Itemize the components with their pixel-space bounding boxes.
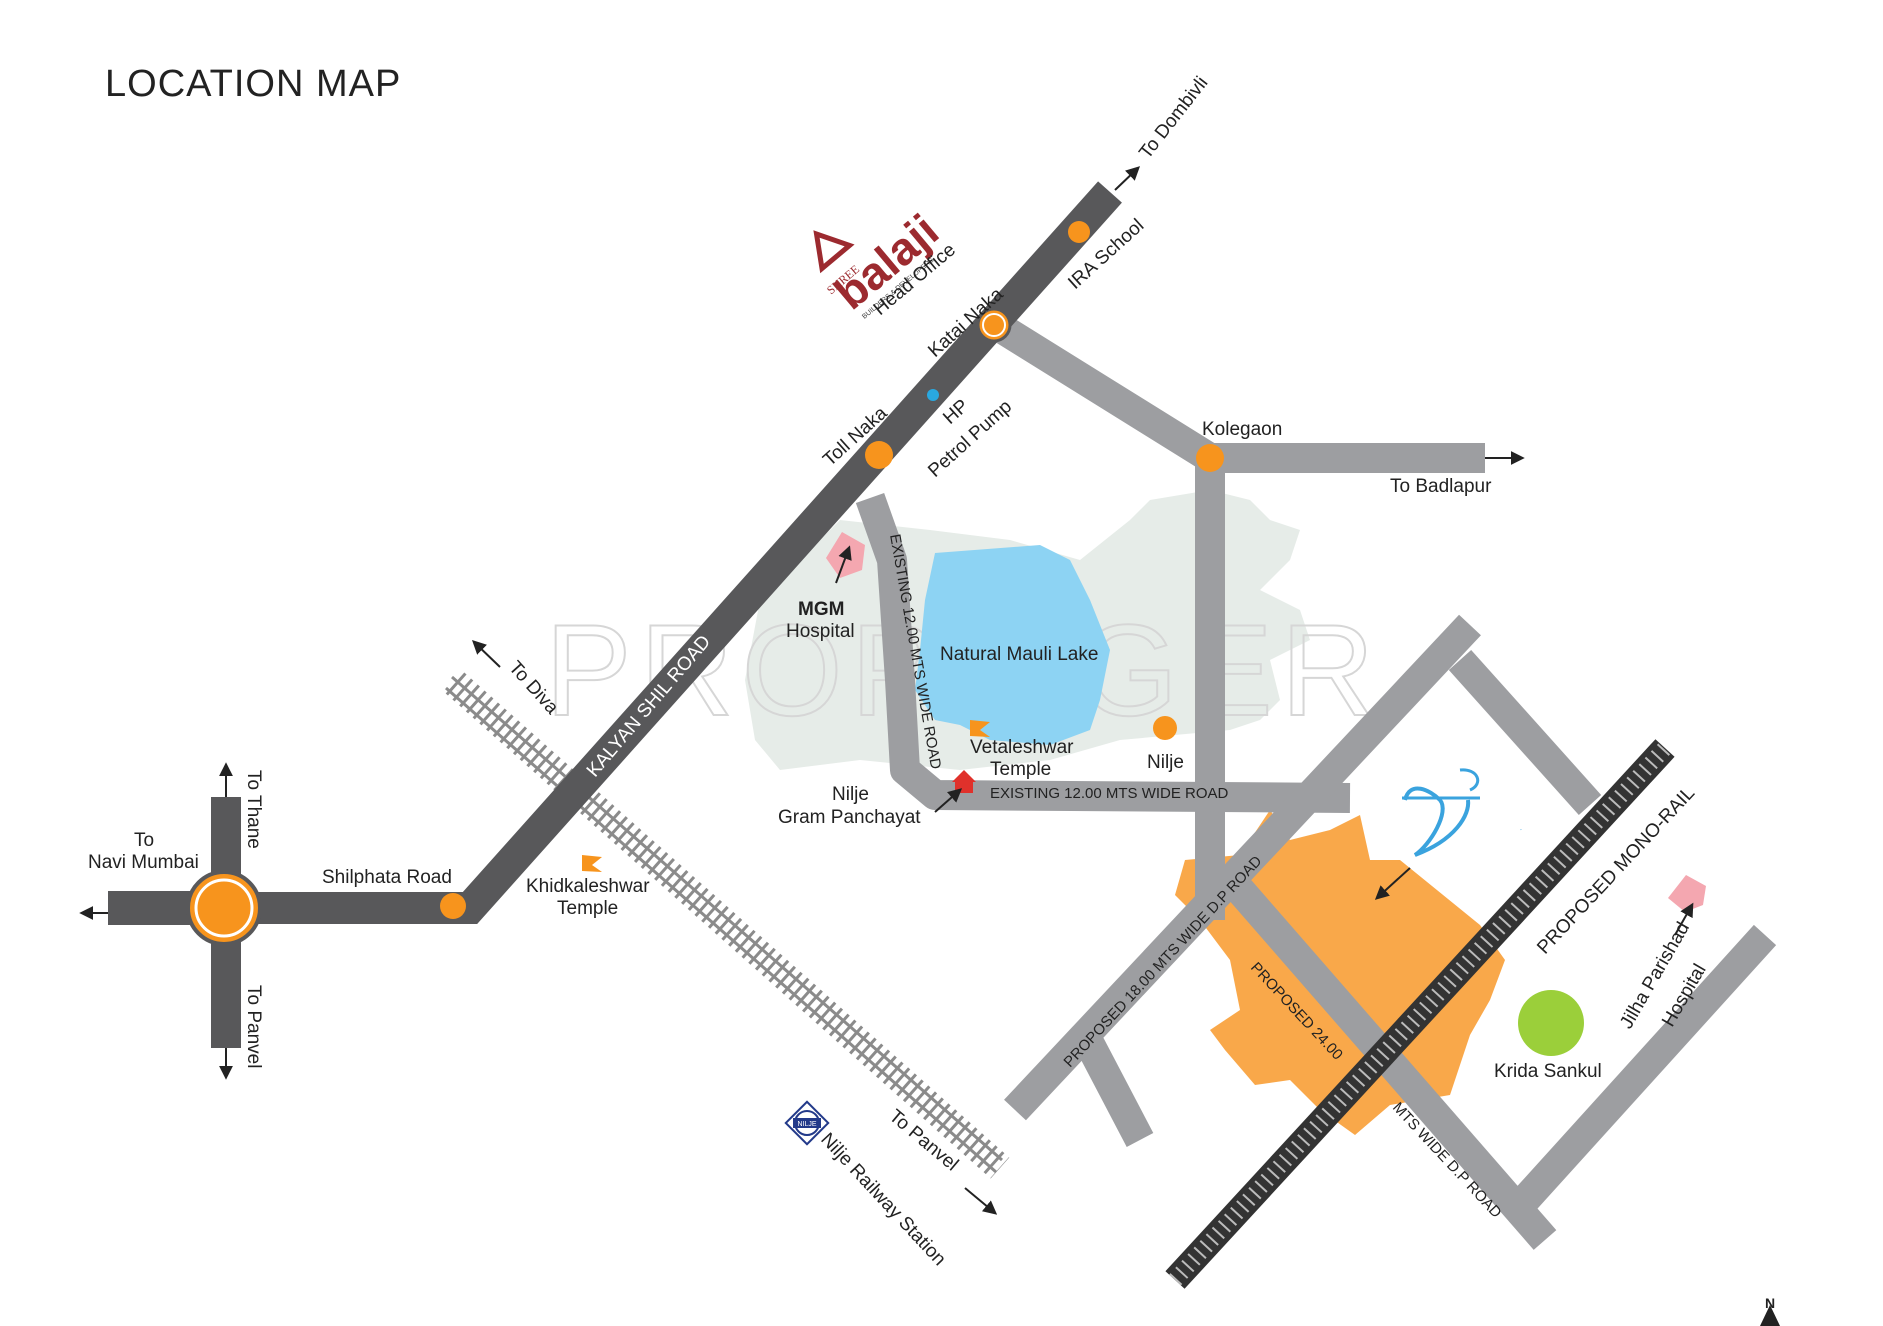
- jilha-hospital-icon: [1668, 875, 1706, 912]
- mgm-hospital-label: Hospital: [786, 621, 855, 642]
- gram-panchayat-label: Gram Panchayat: [778, 807, 921, 828]
- vetaleshwar-temple-label: Temple: [990, 759, 1051, 780]
- to-badlapur-label: To Badlapur: [1390, 476, 1492, 497]
- nilje-marker: [1153, 716, 1177, 740]
- krida-side-road: [1513, 924, 1777, 1211]
- khidkaleshwar-temple-label: Temple: [557, 898, 618, 919]
- khidkaleshwar-label: Khidkaleshwar: [526, 876, 650, 897]
- direction-arrows: [79, 166, 1694, 1215]
- krida-sankul-label: Krida Sankul: [1494, 1061, 1602, 1082]
- existing-horizontal-road-label: EXISTING 12.00 MTS WIDE ROAD: [990, 785, 1229, 802]
- roundabout: [186, 870, 262, 946]
- krida-sankul-marker: [1518, 990, 1584, 1056]
- station-badge-text: NILJE: [797, 1121, 816, 1128]
- project-logo-text: स्मृति: [1520, 829, 1522, 831]
- ira-school-marker: [1068, 221, 1090, 243]
- to-dombivli-label: To Dombivli: [1135, 73, 1212, 163]
- proposed-18m-road: [1004, 614, 1481, 1121]
- shilphata-marker: [440, 893, 466, 919]
- gram-nilje-label: Nilje: [832, 784, 869, 805]
- existing-12m-road: [855, 492, 1351, 813]
- north-arrow: N: [1760, 1295, 1780, 1326]
- nilje-label: Nilje: [1147, 752, 1184, 773]
- page-title: LOCATION MAP: [105, 63, 401, 105]
- shilphata-label: Shilphata Road: [322, 867, 452, 888]
- navi-mumbai-label: Navi Mumbai: [88, 852, 199, 873]
- vetaleshwar-flag-icon: [970, 720, 990, 737]
- gram-panchayat-icon: [952, 770, 976, 793]
- khidkaleshwar-flag-icon: [582, 855, 602, 872]
- proposed-24m-road: [1228, 880, 1557, 1250]
- kalyan-shil-road: [220, 181, 1122, 924]
- to-navi-label: To: [134, 830, 154, 851]
- hp-petrol-pump-marker: [927, 389, 939, 401]
- lake-label: Natural Mauli Lake: [940, 644, 1098, 665]
- kolegaon-marker: [1196, 444, 1224, 472]
- vetaleshwar-label: Vetaleshwar: [970, 737, 1074, 758]
- railway-line: [445, 672, 1010, 1179]
- toll-naka-marker: [865, 441, 893, 469]
- natural-mauli-lake: [915, 545, 1110, 745]
- nilje-station-badge: NILJE: [784, 1100, 830, 1146]
- proposed-18m-branch: [1071, 1028, 1154, 1147]
- mgm-label: MGM: [798, 599, 844, 620]
- upper-right-road: [1448, 649, 1602, 816]
- north-label: N: [1765, 1295, 1775, 1311]
- kolegaon-label: Kolegaon: [1202, 419, 1282, 440]
- project-logo: स्मृति: [1402, 768, 1522, 857]
- proposed-monorail: [1165, 739, 1675, 1289]
- to-panvel-junction-label: To Panvel: [243, 985, 264, 1068]
- to-thane-label: To Thane: [243, 770, 264, 849]
